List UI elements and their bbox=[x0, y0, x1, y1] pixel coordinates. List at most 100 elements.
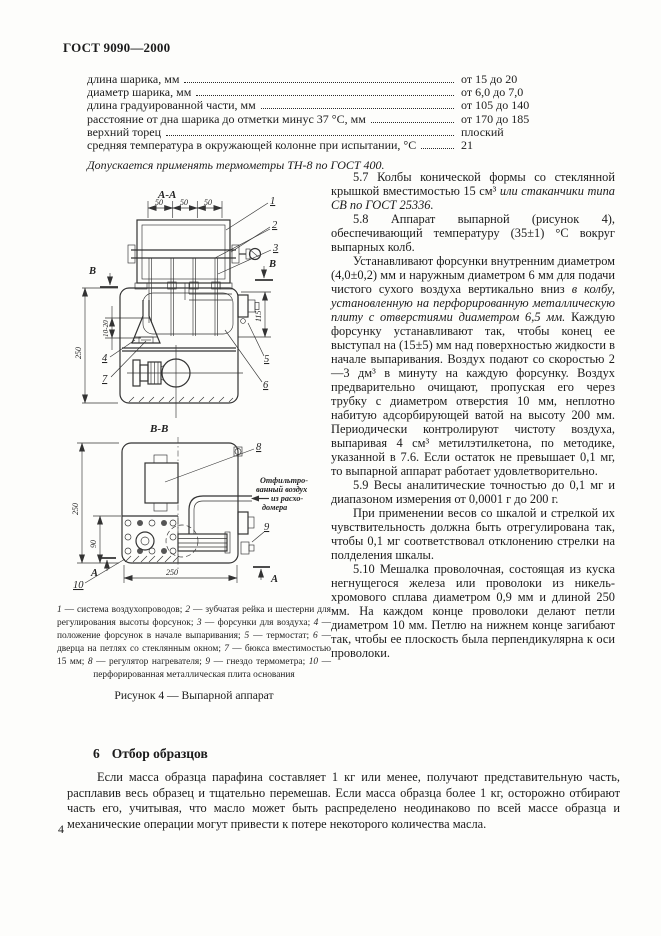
text-segment: 2 bbox=[185, 605, 190, 615]
spec-label: средняя температура в окружающей колонне… bbox=[87, 138, 417, 153]
svg-text:250: 250 bbox=[71, 503, 80, 515]
door-latch bbox=[237, 294, 260, 324]
air-nozzles bbox=[148, 258, 221, 336]
dot-leader bbox=[166, 134, 454, 136]
text-segment: 4 bbox=[313, 618, 319, 628]
spec-row: расстояние от дна шарика до отметки мину… bbox=[87, 111, 619, 126]
dot-leader bbox=[196, 95, 454, 97]
text-segment: — дверца на петлях со стеклянным окном; bbox=[57, 631, 332, 654]
page-number: 4 bbox=[58, 822, 64, 836]
text-segment: 5.8 Аппарат выпарной (рисунок 4), обеспе… bbox=[331, 212, 615, 254]
svg-text:50: 50 bbox=[155, 198, 163, 207]
drawing-view-b-b: В-В bbox=[71, 423, 308, 591]
view-label-aa: А-А bbox=[157, 189, 176, 201]
spec-value: от 105 до 140 bbox=[461, 98, 530, 113]
dot-leader bbox=[370, 121, 454, 123]
column-paragraph: При применении весов со шкалой и стрелко… bbox=[331, 506, 615, 562]
spec-label: верхний торец bbox=[87, 124, 162, 139]
text-segment: 5.9 Весы аналитические точностью до 0,1 … bbox=[331, 478, 615, 506]
section-6-body: Если масса образца парафина составляет 1… bbox=[67, 770, 620, 832]
text-segment: в колбу, установленную на перфорированну… bbox=[331, 282, 615, 324]
rack-and-pinion-rail bbox=[127, 244, 262, 264]
text-segment: Устанавливают форсунки внутренним диамет… bbox=[331, 254, 615, 296]
dim-10-20: 10-20 bbox=[102, 306, 150, 350]
spec-value: от 15 до 20 bbox=[461, 72, 518, 86]
dim-115: 115 bbox=[238, 291, 271, 338]
dot-leader bbox=[260, 108, 454, 110]
text-segment: 10 bbox=[308, 657, 319, 667]
dot-leader bbox=[184, 82, 454, 83]
spec-label: расстояние от дна шарика до отметки мину… bbox=[87, 111, 366, 126]
dot-leader bbox=[421, 148, 454, 150]
column-paragraph: 5.10 Мешалка проволочная, состоящая из к… bbox=[331, 562, 615, 660]
figure-title: Рисунок 4 — Выпарной аппарат bbox=[114, 689, 274, 702]
text-segment: — зубчатая рейка и шестерни для регулиро… bbox=[57, 605, 331, 628]
text-segment: 3 bbox=[196, 618, 202, 628]
column-paragraph: Устанавливают форсунки внутренним диамет… bbox=[331, 254, 615, 478]
spec-value: от 6,0 до 7,0 bbox=[461, 85, 524, 100]
svg-text:50: 50 bbox=[204, 198, 212, 207]
text-segment: — форсунки для воздуха; bbox=[201, 618, 314, 628]
callouts-bb: 8 9 10 bbox=[73, 442, 270, 591]
document-header: ГОСТ 9090—2000 bbox=[63, 40, 171, 55]
svg-text:250: 250 bbox=[74, 347, 83, 359]
text-segment: При применении весов со шкалой и стрелко… bbox=[331, 506, 615, 562]
heater-block bbox=[144, 454, 179, 512]
svg-text:10-20: 10-20 bbox=[102, 320, 110, 337]
svg-text:3: 3 bbox=[272, 243, 278, 254]
svg-text:7: 7 bbox=[102, 374, 108, 385]
bottom-pin bbox=[240, 541, 250, 555]
callouts-aa: 1 2 3 4 7 5 6 bbox=[102, 196, 278, 391]
body-paragraph: Если масса образца парафина составляет 1… bbox=[67, 770, 620, 831]
text-segment: 9 bbox=[205, 657, 211, 667]
air-pipe bbox=[184, 283, 232, 301]
text-segment: 6 bbox=[313, 631, 318, 641]
svg-text:5: 5 bbox=[264, 354, 269, 365]
text-segment: или стаканчики типа СВ по ГОСТ 25336. bbox=[331, 184, 615, 212]
figure-caption: 1 — система воздухопроводов; 2 — зубчата… bbox=[57, 604, 331, 682]
svg-text:9: 9 bbox=[264, 522, 270, 533]
text-segment: Каждую форсунку устанавливают так, чтобы… bbox=[331, 310, 615, 478]
section-number: 6 bbox=[93, 746, 100, 761]
text-segment: — система воздухопроводов; bbox=[61, 605, 186, 615]
svg-text:2: 2 bbox=[272, 220, 278, 231]
text-segment: — термостат; bbox=[249, 631, 314, 641]
text-segment: — перфорированная металлическая плита ос… bbox=[93, 657, 331, 680]
column-paragraph: 5.8 Аппарат выпарной (рисунок 4), обеспе… bbox=[331, 212, 615, 254]
drawing-view-a-a: А-А 50 50 50 bbox=[74, 189, 278, 418]
text-segment: 5 bbox=[244, 631, 250, 641]
svg-text:ванный воздух: ванный воздух bbox=[256, 485, 307, 494]
text-segment: 8 bbox=[87, 657, 93, 667]
text-segment: 5.7 Колбы конической формы со стеклянной… bbox=[331, 170, 615, 198]
svg-text:1: 1 bbox=[270, 196, 275, 207]
text-segment: — бюкса вместимостью 15 мм; bbox=[57, 644, 331, 667]
text-segment: 1 bbox=[57, 605, 62, 615]
column-paragraph: 5.7 Колбы конической формы со стеклянной… bbox=[331, 170, 615, 212]
svg-text:10: 10 bbox=[73, 580, 84, 591]
dim-250-left: 250 bbox=[74, 287, 118, 404]
perforated-plate bbox=[122, 515, 199, 563]
svg-text:115: 115 bbox=[254, 311, 263, 322]
heater-bulb bbox=[127, 345, 243, 418]
filtered-air-annotation: Отфильтро- ванный воздух из расхо- домер… bbox=[251, 476, 308, 512]
svg-text:90: 90 bbox=[89, 540, 98, 548]
evaporating-flask bbox=[131, 300, 161, 344]
thermostat-box-section bbox=[121, 437, 243, 572]
spec-row: длина шарика, мм от 15 до 20 bbox=[87, 72, 619, 86]
spec-value: от 170 до 185 bbox=[461, 111, 530, 126]
svg-text:50: 50 bbox=[180, 198, 188, 207]
dim-90: 90 bbox=[89, 515, 121, 564]
dim-250-bottom: 250 bbox=[123, 565, 238, 583]
right-text-column: 5.7 Колбы конической формы со стеклянной… bbox=[331, 170, 615, 660]
left-arrow-icon bbox=[251, 495, 259, 502]
glass-window bbox=[142, 292, 234, 335]
text-segment: — гнездо термометра; bbox=[210, 657, 309, 667]
section-b-marks: В В bbox=[88, 259, 276, 288]
view-label-bb: В-В bbox=[149, 423, 168, 435]
spec-label: длина шарика, мм bbox=[87, 72, 180, 86]
text-segment: 5.10 Мешалка проволочная, состоящая из к… bbox=[331, 562, 615, 660]
